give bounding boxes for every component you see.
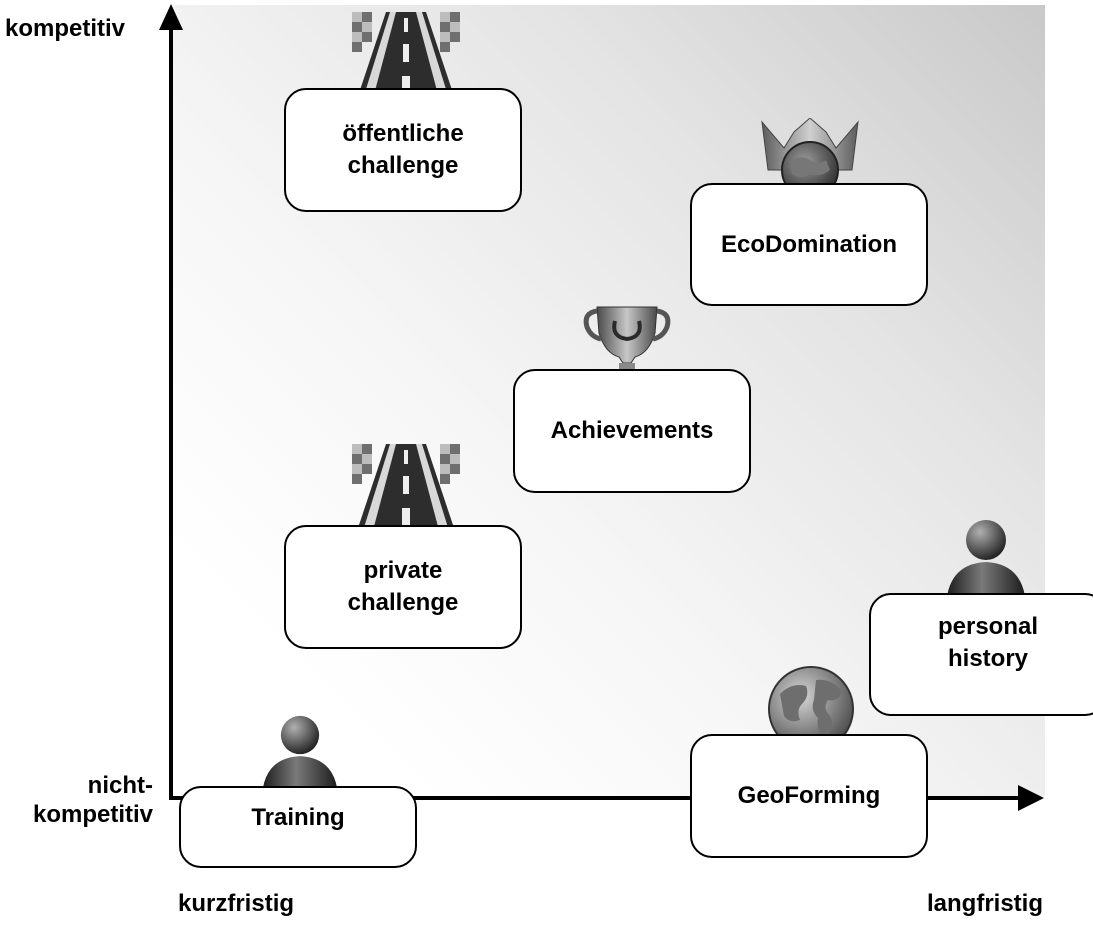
- node-training: Training: [179, 786, 417, 868]
- node-personal-history: personal history: [869, 593, 1093, 716]
- node-personal-line1: personal: [937, 613, 1039, 640]
- node-achievements: Achievements: [513, 369, 751, 493]
- road-icon: [352, 444, 460, 534]
- node-training-label: Training: [251, 804, 345, 831]
- node-ecodomination: EcoDomination: [690, 183, 928, 306]
- road-icon: [352, 12, 460, 102]
- node-geoforming: GeoForming: [690, 734, 928, 858]
- node-oeffentliche-line2: challenge: [347, 152, 459, 179]
- node-personal-line2: history: [947, 645, 1028, 672]
- node-private-line1: private: [363, 557, 443, 584]
- x-axis-left-label: kurzfristig: [178, 890, 295, 917]
- node-private-line2: challenge: [347, 589, 459, 616]
- x-axis-arrowhead: [1018, 785, 1044, 811]
- node-achievements-label: Achievements: [550, 417, 714, 444]
- y-axis-bottom-label-line1: nicht-: [87, 772, 153, 799]
- y-axis-top-label: kompetitiv: [5, 15, 126, 42]
- node-oeffentliche-challenge: öffentliche challenge: [284, 88, 522, 212]
- node-oeffentliche-line1: öffentliche: [342, 120, 464, 147]
- node-ecodomination-label: EcoDomination: [720, 230, 897, 258]
- y-axis-bottom-label: nicht- kompetitiv: [33, 771, 153, 829]
- y-axis-bottom-label-line2: kompetitiv: [32, 801, 153, 828]
- globe-icon: [768, 666, 854, 752]
- node-geoforming-label: GeoForming: [737, 782, 881, 809]
- node-private-challenge: private challenge: [284, 525, 522, 649]
- y-axis-arrowhead: [159, 4, 183, 30]
- x-axis-right-label: langfristig: [926, 890, 1043, 917]
